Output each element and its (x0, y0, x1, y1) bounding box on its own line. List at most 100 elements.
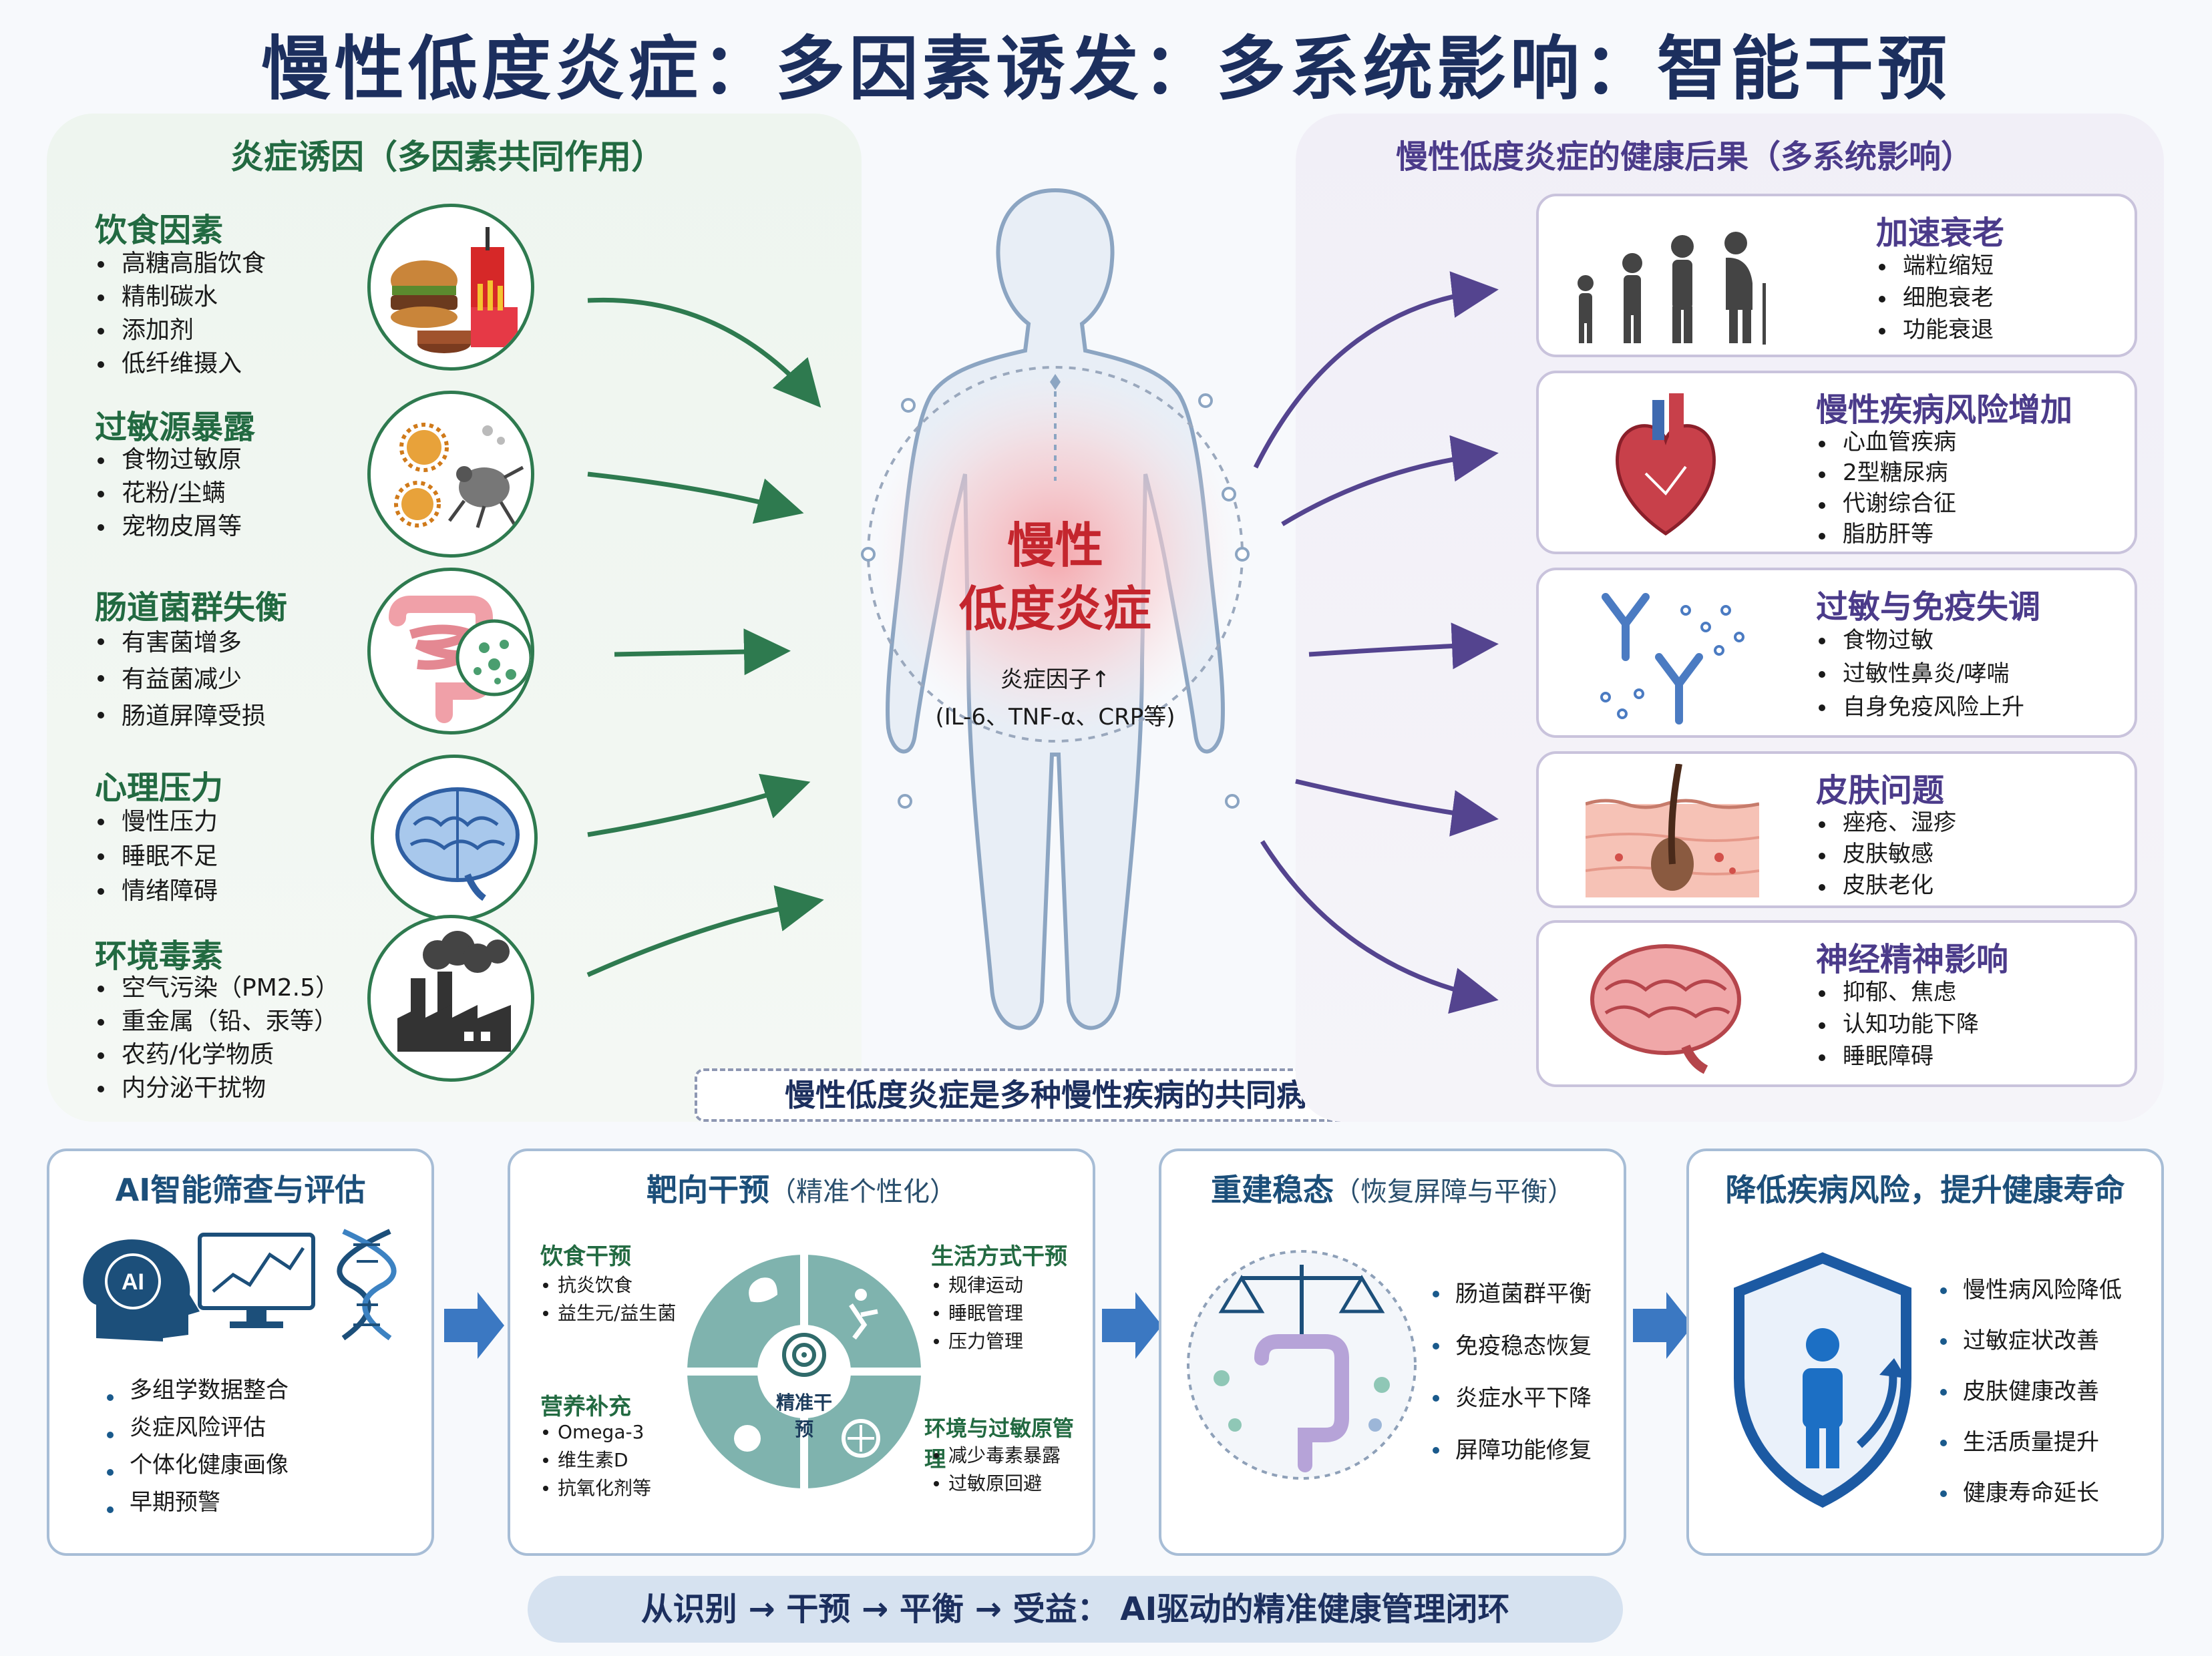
center-label: 慢性 低度炎症 (922, 514, 1189, 641)
list-item: 维生素D (540, 1446, 651, 1474)
list-item: 过敏原回避 (931, 1470, 1061, 1498)
intervention-lifestyle-title: 生活方式干预 (931, 1243, 1067, 1270)
effect-list-skin: 痤疮、湿疹 皮肤敏感 皮肤老化 (1816, 807, 1956, 901)
card-rebuild-subtitle: （恢复屏障与平衡） (1334, 1177, 1574, 1207)
list-item: 自身免疫风险上升 (1816, 690, 2024, 724)
card-target-title: 靶向干预（精准个性化） (510, 1166, 1093, 1210)
card-outcome-title: 降低疾病风险，提升健康寿命 (1725, 1172, 2125, 1208)
list-item: 认知功能下降 (1816, 1008, 1979, 1040)
ai-list: 多组学数据整合 炎症风险评估 个体化健康画像 早期预警 (103, 1372, 289, 1521)
page-title: 慢性低度炎症：多因素诱发：多系统影响：智能干预 (260, 28, 1951, 110)
list-item: 抑郁、焦虑 (1816, 976, 1979, 1008)
list-item: 压力管理 (931, 1327, 1023, 1356)
list-item: 情绪障碍 (95, 874, 218, 909)
list-item: 多组学数据整合 (103, 1372, 289, 1409)
list-item: 过敏性鼻炎/哮喘 (1816, 657, 2024, 690)
cause-list-allergen: 食物过敏原 花粉/尘螨 宠物皮屑等 (95, 443, 242, 544)
intervention-diet-title: 饮食干预 (540, 1243, 631, 1270)
list-item: 花粉/尘螨 (95, 477, 242, 510)
list-item: Omega-3 (540, 1418, 651, 1446)
list-item: 心血管疾病 (1816, 427, 1956, 457)
intervention-nutrition-title: 营养补充 (540, 1394, 631, 1420)
ai-head-icon: AI (83, 1239, 200, 1341)
cause-title-allergen: 过敏源暴露 (95, 409, 256, 446)
center-label-line1: 慢性 (1006, 518, 1103, 574)
list-item: 睡眠障碍 (1816, 1040, 1979, 1072)
list-item: 脂肪肝等 (1816, 519, 1956, 550)
skin-follicle-icon (1586, 764, 1759, 897)
card-rebuild-title: 重建稳态（恢复屏障与平衡） (1161, 1166, 1624, 1210)
list-item: 个体化健康画像 (103, 1446, 289, 1484)
list-item: 有害菌增多 (95, 624, 266, 661)
heart-icon (1616, 393, 1716, 536)
list-item: 睡眠不足 (95, 839, 218, 874)
list-item: 睡眠管理 (931, 1299, 1023, 1327)
effect-list-aging: 端粒缩短 细胞衰老 功能衰退 (1876, 250, 1994, 346)
monitor-chart-icon (198, 1233, 315, 1328)
list-item: 高糖高脂饮食 (95, 247, 266, 280)
intervention-environment-list: 减少毒素暴露 过敏原回避 (931, 1442, 1061, 1498)
list-item: 食物过敏原 (95, 443, 242, 477)
flow-arrow-3 (1633, 1292, 1693, 1359)
list-item: 细胞衰老 (1876, 282, 1994, 314)
pollen-mite-icon (367, 391, 534, 558)
causes-panel-title: 炎症诱因（多因素共同作用） (230, 138, 665, 176)
cause-list-stress: 慢性压力 睡眠不足 情绪障碍 (95, 805, 218, 909)
card-target-subtitle: （精准个性化） (769, 1177, 956, 1207)
list-item: 2型糖尿病 (1816, 457, 1956, 488)
footer-banner: 从识别 → 干预 → 平衡 → 受益： AI驱动的精准健康管理闭环 (528, 1576, 1623, 1643)
effect-arrows (1253, 271, 1499, 1014)
list-item: 皮肤老化 (1816, 870, 1956, 901)
card-target-title-main: 靶向干预 (647, 1172, 769, 1208)
list-item: 早期预警 (103, 1484, 289, 1521)
list-item: 精制碳水 (95, 280, 266, 314)
list-item: 免疫稳态恢复 (1429, 1320, 1592, 1372)
card-ai-screening: AI智能筛查与评估 AI 多组学数据整合 炎症风险评估 个体化健康画像 早期预警 (47, 1149, 434, 1556)
card-targeted-intervention: 靶向干预（精准个性化） 精准干预 饮食干预 抗炎饮食 益生元/益生菌 生活方式干… (508, 1149, 1095, 1556)
list-item: 慢性病风险降低 (1936, 1265, 2122, 1315)
effect-title-immune: 过敏与免疫失调 (1816, 588, 2041, 626)
junk-food-icon (367, 204, 534, 371)
cause-title-diet: 饮食因素 (95, 212, 224, 249)
card-rebuild-title-main: 重建稳态 (1211, 1172, 1334, 1208)
balance-gut-icon (1187, 1250, 1417, 1480)
intervention-environment-title: 环境与过敏原管理 (924, 1416, 1075, 1472)
factory-pollution-icon (367, 915, 534, 1082)
card-ai-title: AI智能筛查与评估 (115, 1172, 366, 1208)
list-item: 有益菌减少 (95, 661, 266, 698)
list-item: 食物过敏 (1816, 624, 2024, 657)
factor-line1: 炎症因子↑ (1000, 666, 1111, 693)
effect-box-aging: 加速衰老 端粒缩短 细胞衰老 功能衰退 (1536, 194, 2137, 357)
intervention-diet-list: 抗炎饮食 益生元/益生菌 (540, 1271, 676, 1327)
list-item: 屏障功能修复 (1429, 1424, 1592, 1476)
shield-person-icon (1734, 1252, 1911, 1508)
list-item: 端粒缩短 (1876, 250, 1994, 282)
cause-list-gut: 有害菌增多 有益菌减少 肠道屏障受损 (95, 624, 266, 735)
list-item: 皮肤健康改善 (1936, 1366, 2122, 1417)
intervention-nutrition-list: Omega-3 维生素D 抗氧化剂等 (540, 1418, 651, 1502)
effect-box-immune: 过敏与免疫失调 食物过敏 过敏性鼻炎/哮喘 自身免疫风险上升 (1536, 568, 2137, 738)
list-item: 皮肤敏感 (1816, 839, 1956, 870)
ai-badge-text: AI (122, 1269, 144, 1295)
center-label-line2: 低度炎症 (958, 581, 1151, 637)
list-item: 规律运动 (931, 1271, 1023, 1299)
list-item: 功能衰退 (1876, 314, 1994, 346)
flow-arrow-1 (444, 1292, 504, 1359)
list-item: 内分泌干扰物 (95, 1072, 339, 1105)
effect-title-aging: 加速衰老 (1876, 214, 2005, 252)
list-item: 肠道菌群平衡 (1429, 1268, 1592, 1320)
list-item: 农药/化学物质 (95, 1038, 339, 1072)
cause-title-gut: 肠道菌群失衡 (95, 589, 288, 626)
dna-icon (337, 1229, 397, 1341)
list-item: 低纤维摄入 (95, 347, 266, 381)
list-item: 益生元/益生菌 (540, 1299, 676, 1327)
brain-pink-icon (1590, 944, 1741, 1074)
effect-list-chronic-disease: 心血管疾病 2型糖尿病 代谢综合征 脂肪肝等 (1816, 427, 1956, 550)
human-body-figure (861, 188, 1250, 1030)
effect-box-skin: 皮肤问题 痤疮、湿疹 皮肤敏感 皮肤老化 (1536, 751, 2137, 908)
list-item: 抗炎饮食 (540, 1271, 676, 1299)
aging-figures-icon (1578, 232, 1766, 345)
list-item: 空气污染（PM2.5） (95, 972, 339, 1005)
effects-panel-title: 慢性低度炎症的健康后果（多系统影响） (1396, 138, 1974, 176)
effect-title-neuro: 神经精神影响 (1816, 941, 2009, 978)
